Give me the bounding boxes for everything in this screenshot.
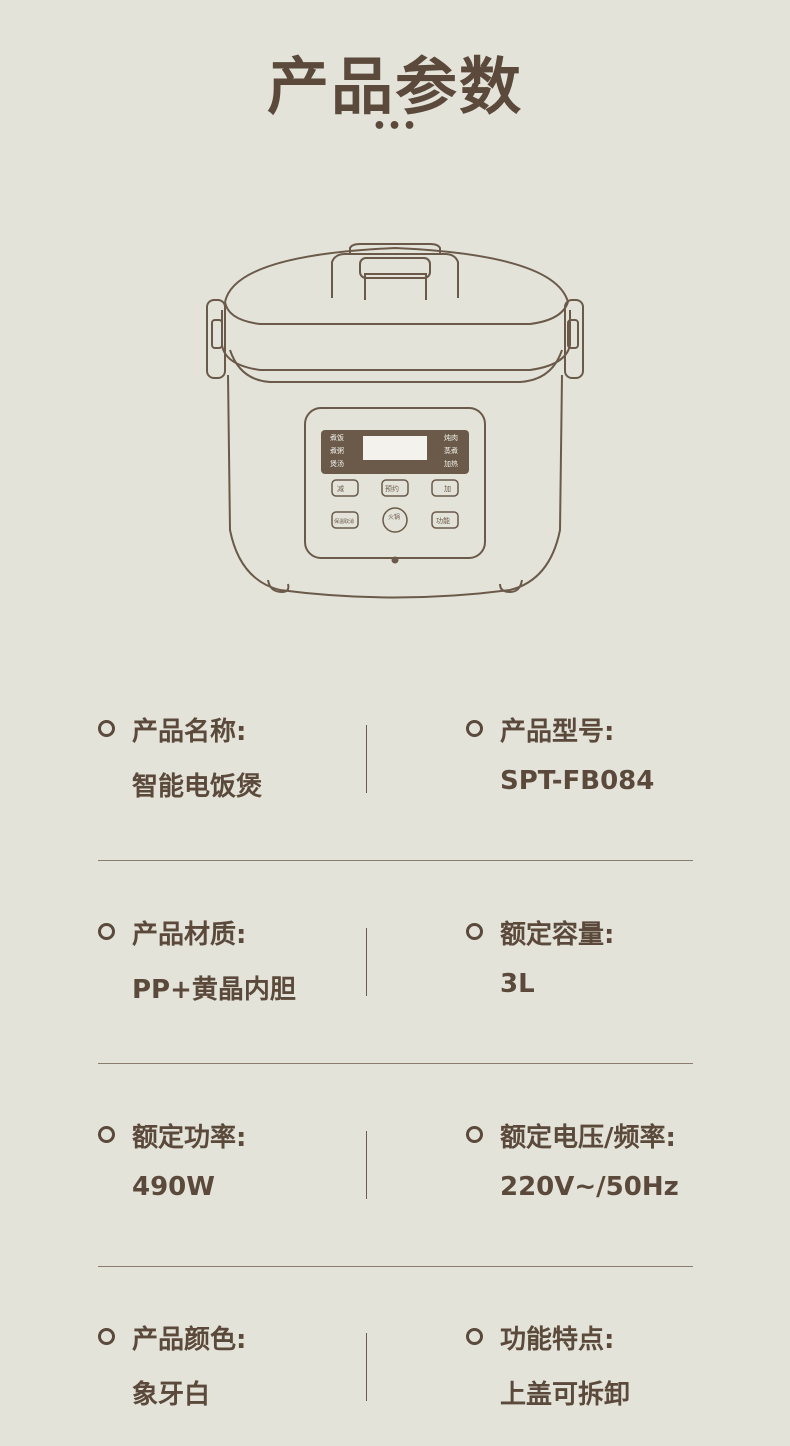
panel-label-left-1: 煮粥 [330,446,344,455]
spec-row-3: 额定功率: 490W 额定电压/频率: 220V~/50Hz [98,1109,693,1311]
bullet-circle-icon [98,1328,115,1345]
panel-label-right-1: 蒸煮 [444,446,458,455]
spec-value: 象牙白 [132,1380,211,1410]
panel-label-right-2: 加热 [444,459,458,468]
panel-button-minus: 减 [337,484,344,493]
spec-value: 220V~/50Hz [500,1172,679,1202]
horizontal-divider [98,860,693,861]
vertical-divider [366,928,367,996]
spec-value: 智能电饭煲 [132,772,263,802]
vertical-divider [366,1131,367,1199]
panel-button-hotpot: 火锅 [388,513,400,521]
bullet-circle-icon [98,1126,115,1143]
spec-label: 产品颜色: [132,1325,247,1355]
spec-label: 产品名称: [132,717,247,747]
spec-label: 产品材质: [132,920,247,950]
rice-cooker-icon: 煮饭 煮粥 煲汤 炖肉 蒸煮 加热 减 预约 加 保温取消 火锅 功能 [206,243,584,599]
bullet-circle-icon [98,923,115,940]
spec-value: 490W [132,1172,215,1202]
spec-row-4: 产品颜色: 象牙白 功能特点: 上盖可拆卸 [98,1311,693,1446]
spec-row-1: 产品名称: 智能电饭煲 产品型号: SPT-FB084 [98,703,693,905]
spec-label: 额定容量: [500,920,615,950]
page-title: 产品参数 [266,50,523,123]
spec-value: PP+黄晶内胆 [132,975,296,1005]
bullet-circle-icon [98,720,115,737]
spec-label: 额定电压/频率: [500,1123,676,1153]
spec-value: SPT-FB084 [500,766,655,796]
bullet-circle-icon [466,1126,483,1143]
panel-button-timer: 预约 [385,484,399,493]
spec-value: 3L [500,969,535,999]
panel-label-left-0: 煮饭 [330,433,344,442]
horizontal-divider [98,1266,693,1267]
title-dots: ••• [372,114,418,139]
vertical-divider [366,725,367,793]
bullet-circle-icon [466,720,483,737]
panel-button-function: 功能 [436,516,450,525]
vertical-divider [366,1333,367,1401]
panel-label-right-0: 炖肉 [444,433,458,442]
spec-label: 额定功率: [132,1123,247,1153]
spec-value: 上盖可拆卸 [500,1380,631,1410]
spec-label: 产品型号: [500,717,615,747]
panel-label-left-2: 煲汤 [330,459,344,468]
panel-button-plus: 加 [444,484,451,493]
bullet-circle-icon [466,1328,483,1345]
bullet-circle-icon [466,923,483,940]
panel-button-keepwarm: 保温取消 [334,518,354,525]
horizontal-divider [98,1063,693,1064]
spec-row-2: 产品材质: PP+黄晶内胆 额定容量: 3L [98,906,693,1108]
spec-label: 功能特点: [500,1325,615,1355]
